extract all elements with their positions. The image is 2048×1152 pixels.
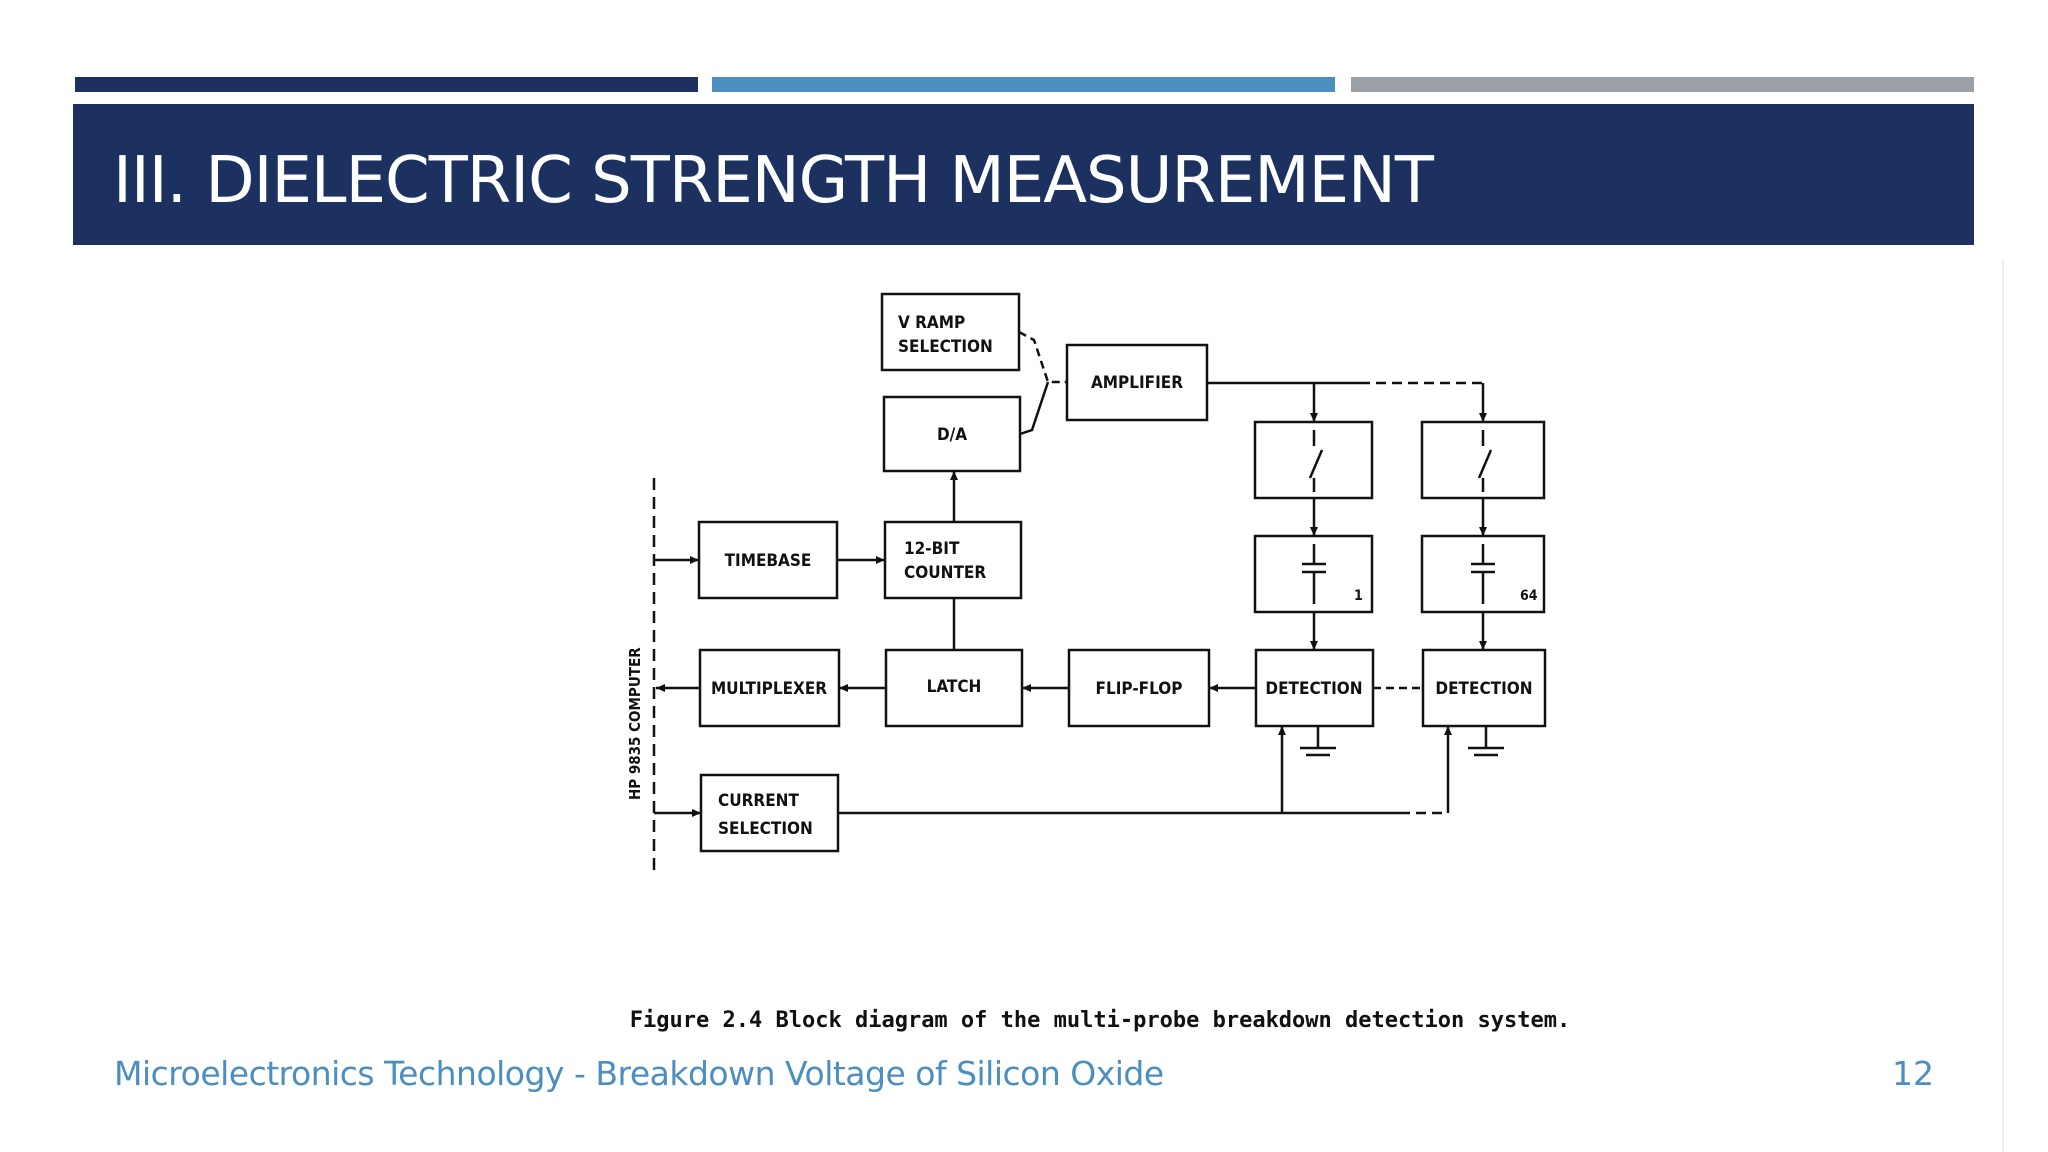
current-label-1: CURRENT <box>718 791 799 811</box>
counter-label-2: COUNTER <box>904 563 986 583</box>
vramp-label-1: V RAMP <box>898 313 965 333</box>
counter-block <box>883 520 1023 600</box>
detection64-label: DETECTION <box>1435 679 1532 699</box>
latch-label: LATCH <box>927 677 982 697</box>
ground1-symbol <box>1300 726 1336 757</box>
page-number: 12 <box>1892 1054 1934 1093</box>
accent-bar-dark <box>75 77 698 92</box>
detection1-label: DETECTION <box>1265 679 1362 699</box>
accent-bar-blue <box>712 77 1335 92</box>
da-label: D/A <box>937 425 967 445</box>
vramp-to-amp <box>1018 330 1067 384</box>
cap1-symbol <box>1302 544 1326 604</box>
amplifier-label: AMPLIFIER <box>1091 373 1183 393</box>
current-block <box>699 773 840 853</box>
accent-bar-gray <box>1351 77 1974 92</box>
timebase-label: TIMEBASE <box>725 551 812 571</box>
da-to-amp <box>1019 381 1050 436</box>
ground64-symbol <box>1468 726 1504 757</box>
multiplexer-label: MULTIPLEXER <box>711 679 827 699</box>
footer-title: Microelectronics Technology - Breakdown … <box>114 1054 1164 1093</box>
block-diagram: V RAMP SELECTION AMPLIFIER D/A TIMEBASE … <box>600 270 1600 1060</box>
probe-last-label: 64 <box>1520 588 1538 604</box>
computer-label: HP 9835 COMPUTER <box>626 647 644 800</box>
flipflop-label: FLIP-FLOP <box>1096 679 1183 699</box>
block-diagram-svg: V RAMP SELECTION AMPLIFIER D/A TIMEBASE … <box>626 292 1547 870</box>
vramp-label-2: SELECTION <box>898 337 993 357</box>
probe-first-label: 1 <box>1354 588 1363 604</box>
slide-title: III. DIELECTRIC STRENGTH MEASUREMENT <box>113 144 1434 218</box>
figure-caption: Figure 2.4 Block diagram of the multi-pr… <box>629 1008 1571 1033</box>
current-label-2: SELECTION <box>718 819 813 839</box>
right-divider <box>2002 260 2004 1152</box>
switch64-symbol <box>1477 430 1493 492</box>
counter-label-1: 12-BIT <box>904 539 960 559</box>
title-band: III. DIELECTRIC STRENGTH MEASUREMENT <box>73 104 1974 245</box>
cap64-symbol <box>1471 544 1495 604</box>
switch1-symbol <box>1308 430 1324 492</box>
